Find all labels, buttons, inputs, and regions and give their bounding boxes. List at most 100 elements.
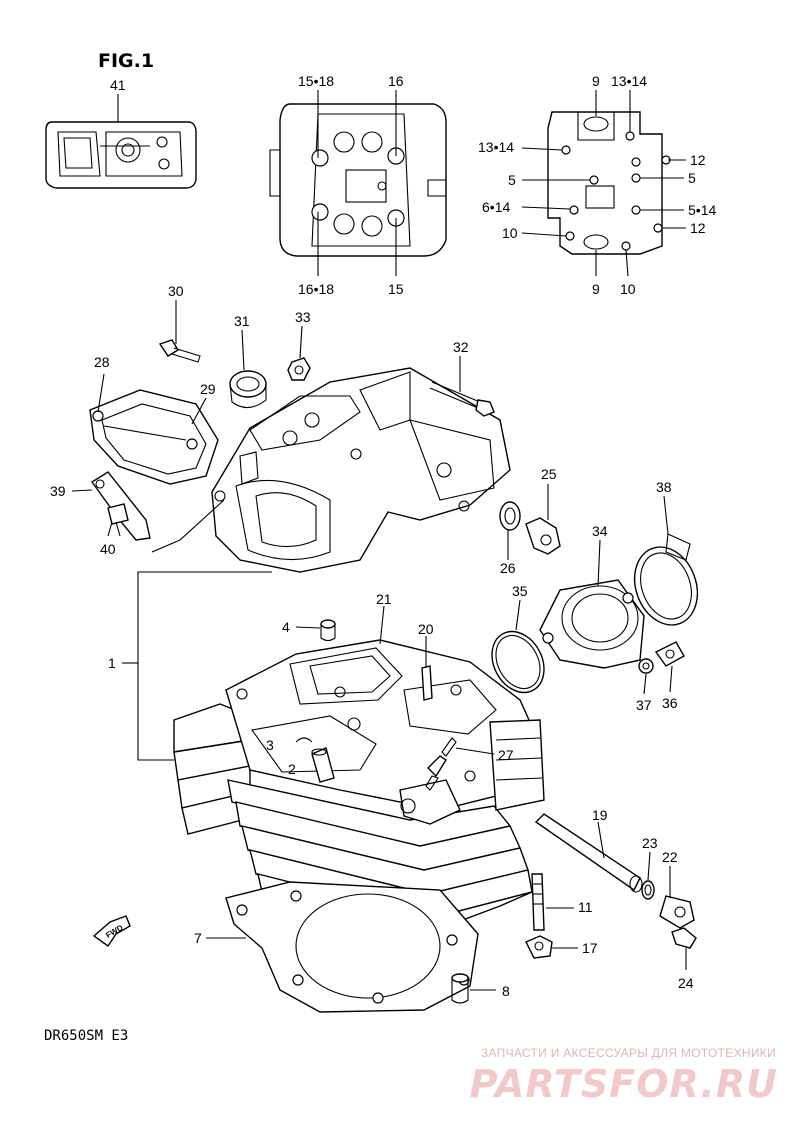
callout-19: 19 <box>592 807 608 823</box>
callout-5-right: 5 <box>688 170 696 186</box>
cam-housing-drawing <box>211 367 511 573</box>
callout-37: 37 <box>636 697 652 713</box>
callout-5-14: 5•14 <box>688 202 716 218</box>
nut-33-drawing <box>287 357 311 381</box>
callout-21: 21 <box>376 591 392 607</box>
callout-22: 22 <box>662 849 678 865</box>
bolt-30-drawing <box>158 339 201 363</box>
callout-38: 38 <box>656 479 672 495</box>
bolt-32-drawing <box>429 381 495 417</box>
callout-15: 15 <box>388 281 404 297</box>
callout-32: 32 <box>453 339 469 355</box>
callout-12-bottom: 12 <box>690 220 706 236</box>
leader-13-14-left <box>521 147 563 151</box>
leader-38 <box>663 495 669 535</box>
callout-27: 27 <box>498 747 514 763</box>
leader-23 <box>647 851 651 881</box>
callout-13-14-top: 13•14 <box>611 73 647 89</box>
bracket-1 <box>137 571 272 761</box>
bolt-36-drawing <box>654 641 685 667</box>
clip-3-drawing <box>295 737 313 743</box>
callout-13-14-left: 13•14 <box>478 139 514 155</box>
seal-31-drawing <box>229 370 267 409</box>
head-gasket-7-drawing <box>225 881 479 1013</box>
gasket-set-drawing <box>45 121 197 189</box>
leader-40 <box>107 521 113 537</box>
leader-39 <box>71 489 93 492</box>
leader-34 <box>597 539 601 587</box>
model-code: DR650SM E3 <box>44 1028 128 1044</box>
callout-3: 3 <box>266 737 274 753</box>
pipe-19-drawing <box>534 813 643 893</box>
callout-25: 25 <box>541 466 557 482</box>
watermark-tagline: ЗАПЧАСТИ И АКСЕССУАРЫ ДЛЯ МОТОТЕХНИКИ <box>480 1046 776 1060</box>
callout-30: 30 <box>168 283 184 299</box>
leader-10-bottom <box>625 249 629 277</box>
leader-27 <box>455 747 495 755</box>
o-ring-23-drawing <box>641 880 655 900</box>
head-top-view-drawing <box>269 103 447 257</box>
intake-pipe-34-drawing <box>539 579 645 669</box>
callout-10-left: 10 <box>502 225 518 241</box>
callout-11: 11 <box>578 899 593 915</box>
callout-33: 33 <box>295 309 311 325</box>
o-ring-35-drawing <box>491 630 545 694</box>
callout-4: 4 <box>282 619 290 635</box>
plug-25-drawing <box>525 517 561 555</box>
callout-28: 28 <box>94 354 110 370</box>
callout-1: 1 <box>108 655 116 671</box>
callout-24: 24 <box>678 975 694 991</box>
leader-6-14 <box>521 206 571 210</box>
leader-31 <box>241 329 245 371</box>
callout-36: 36 <box>662 695 678 711</box>
stud-11-drawing <box>531 873 545 931</box>
washer-37-drawing <box>638 658 654 674</box>
callout-40: 40 <box>100 541 116 557</box>
head-side-view-drawing <box>547 111 671 255</box>
callout-2: 2 <box>288 761 296 777</box>
callout-41: 41 <box>110 77 126 93</box>
leader-10-left <box>521 232 567 237</box>
guide-2-drawing <box>311 747 335 783</box>
callout-35: 35 <box>512 583 528 599</box>
callout-10-bottom: 10 <box>620 281 636 297</box>
dowel-4-drawing <box>320 619 336 642</box>
leader-28 <box>97 373 105 413</box>
washer-26-drawing <box>499 501 521 531</box>
callout-16-18: 16•18 <box>298 281 334 297</box>
stud-20-drawing <box>421 665 433 701</box>
bolt-24-drawing <box>671 927 697 949</box>
leader-29-extend <box>151 499 225 553</box>
leader-29 <box>191 397 207 425</box>
callout-26: 26 <box>500 560 516 576</box>
figure-title: FIG.1 <box>98 50 154 72</box>
leader-21 <box>379 605 385 645</box>
callout-12-top: 12 <box>690 152 706 168</box>
callout-17: 17 <box>582 940 598 956</box>
callout-20: 20 <box>418 621 434 637</box>
leader-4 <box>295 626 321 629</box>
callout-7: 7 <box>194 930 202 946</box>
callout-9-bottom: 9 <box>592 281 600 297</box>
bolt-40-drawing <box>107 503 129 537</box>
leader-37 <box>643 673 647 695</box>
leader-33 <box>299 325 303 359</box>
callout-15-18: 15•18 <box>298 73 334 89</box>
callout-31: 31 <box>234 313 250 329</box>
union-22-drawing <box>659 895 695 929</box>
callout-23: 23 <box>642 835 658 851</box>
callout-6-14: 6•14 <box>482 199 510 215</box>
leader-36 <box>669 665 673 693</box>
clamp-38-drawing <box>633 533 699 626</box>
callout-16: 16 <box>388 73 404 89</box>
nut-17-drawing <box>525 935 553 959</box>
callout-5-left: 5 <box>508 172 516 188</box>
cover-28-drawing <box>89 389 219 485</box>
callout-34: 34 <box>592 523 608 539</box>
dowel-8-drawing <box>451 973 469 1004</box>
spark-plug-27-drawing <box>425 737 457 791</box>
fwd-arrow-icon: FWD <box>92 915 131 947</box>
callout-29: 29 <box>200 381 216 397</box>
leader-35 <box>515 599 521 631</box>
